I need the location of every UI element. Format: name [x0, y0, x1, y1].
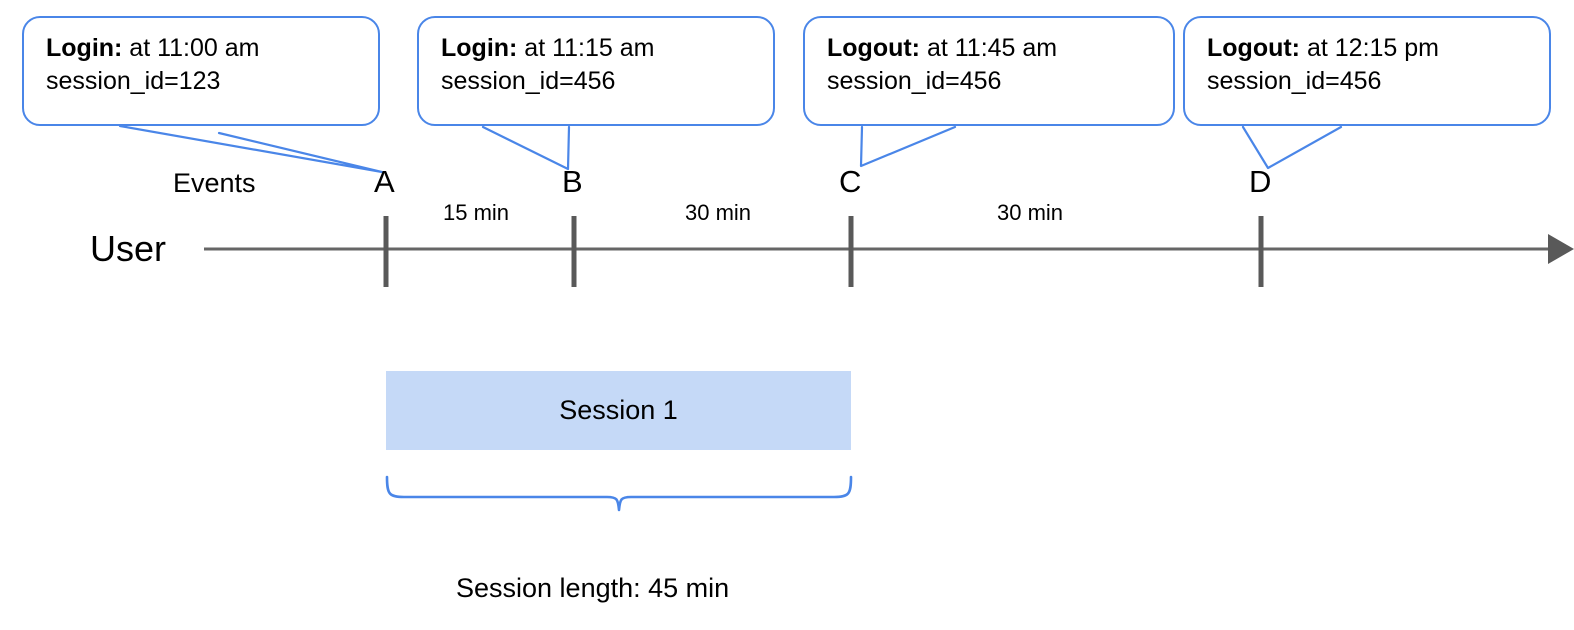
session-bar: Session 1	[386, 371, 851, 450]
callout-tail-a	[118, 124, 384, 174]
callout-b-session: session_id=456	[441, 66, 616, 95]
callout-a-session: session_id=123	[46, 66, 221, 95]
callout-box-d: Logout: at 12:15 pm session_id=456	[1183, 16, 1551, 126]
callout-c-label: Logout:	[827, 34, 921, 62]
callout-a-line1: Login: at 11:00 am	[46, 32, 360, 65]
callout-tail-c	[859, 125, 957, 168]
event-letter-d: D	[1249, 164, 1272, 199]
callout-a-time: at 11:00 am	[122, 34, 260, 62]
callout-b-label: Login:	[441, 34, 518, 62]
session-bar-label: Session 1	[559, 395, 678, 425]
callout-d-session: session_id=456	[1207, 66, 1382, 95]
callout-c-session: session_id=456	[827, 66, 1002, 95]
callout-a-label: Login:	[46, 34, 123, 62]
row-label-events: Events	[173, 168, 256, 198]
callout-d-time: at 12:15 pm	[1300, 34, 1439, 62]
session-length-caption: Session length: 45 min	[456, 573, 730, 603]
session-brace	[385, 475, 853, 512]
callout-box-c: Logout: at 11:45 am session_id=456	[803, 16, 1175, 126]
callout-tail-d	[1241, 125, 1343, 170]
callout-d-line1: Logout: at 12:15 pm	[1207, 32, 1531, 65]
timeline-arrowhead	[1548, 234, 1574, 264]
callout-c-line1: Logout: at 11:45 am	[827, 32, 1155, 65]
event-letter-b: B	[562, 164, 583, 199]
callout-c-time: at 11:45 am	[920, 34, 1058, 62]
event-letter-a: A	[374, 164, 395, 199]
event-letter-c: C	[839, 164, 862, 199]
interval-label-a-b: 15 min	[443, 200, 510, 225]
callout-box-a: Login: at 11:00 am session_id=123	[22, 16, 380, 126]
interval-label-c-d: 30 min	[997, 200, 1064, 225]
interval-label-b-c: 30 min	[685, 200, 752, 225]
callout-tail-b	[481, 125, 571, 171]
callout-d-label: Logout:	[1207, 34, 1301, 62]
callout-b-time: at 11:15 am	[517, 34, 655, 62]
row-label-user: User	[90, 228, 167, 269]
callout-b-line1: Login: at 11:15 am	[441, 32, 755, 65]
callout-box-b: Login: at 11:15 am session_id=456	[417, 16, 775, 126]
